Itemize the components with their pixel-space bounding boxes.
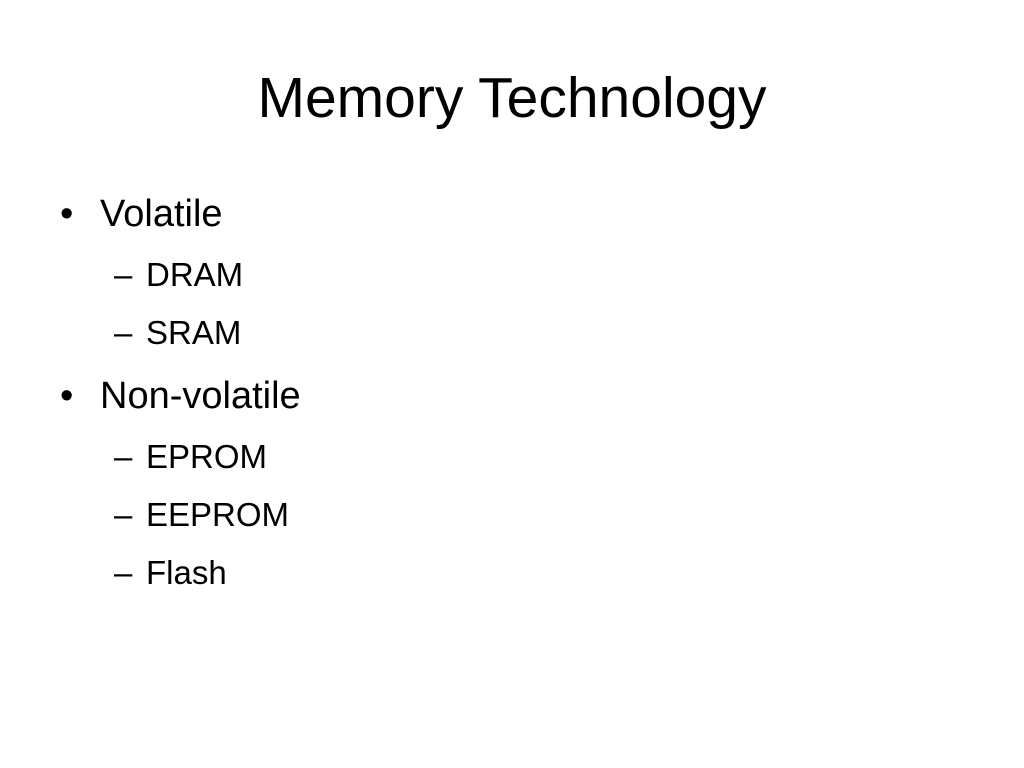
dash-icon: – — [114, 554, 133, 591]
sub-item-dram: – DRAM — [58, 252, 958, 298]
dash-icon: – — [114, 256, 133, 293]
bullet-list: • Volatile – DRAM – SRAM • Non-volatile … — [58, 188, 958, 596]
sub-item-label: SRAM — [146, 314, 242, 351]
sub-item-label: EEPROM — [146, 496, 290, 533]
slide-title: Memory Technology — [257, 66, 767, 130]
bullet-icon: • — [60, 193, 74, 235]
dash-icon: – — [114, 314, 133, 351]
bullet-item-non-volatile: • Non-volatile — [58, 370, 958, 422]
dash-icon: – — [114, 438, 133, 475]
sub-item-eeprom: – EEPROM — [58, 492, 958, 538]
sub-item-sram: – SRAM — [58, 310, 958, 356]
sub-item-label: EPROM — [146, 438, 268, 475]
dash-icon: – — [114, 496, 133, 533]
bullet-label: Non-volatile — [100, 375, 301, 417]
bullet-icon: • — [60, 375, 74, 417]
bullet-label: Volatile — [100, 193, 223, 235]
sub-item-flash: – Flash — [58, 550, 958, 596]
sub-item-eprom: – EPROM — [58, 434, 958, 480]
bullet-item-volatile: • Volatile — [58, 188, 958, 240]
sub-item-label: Flash — [146, 554, 227, 591]
sub-item-label: DRAM — [146, 256, 244, 293]
